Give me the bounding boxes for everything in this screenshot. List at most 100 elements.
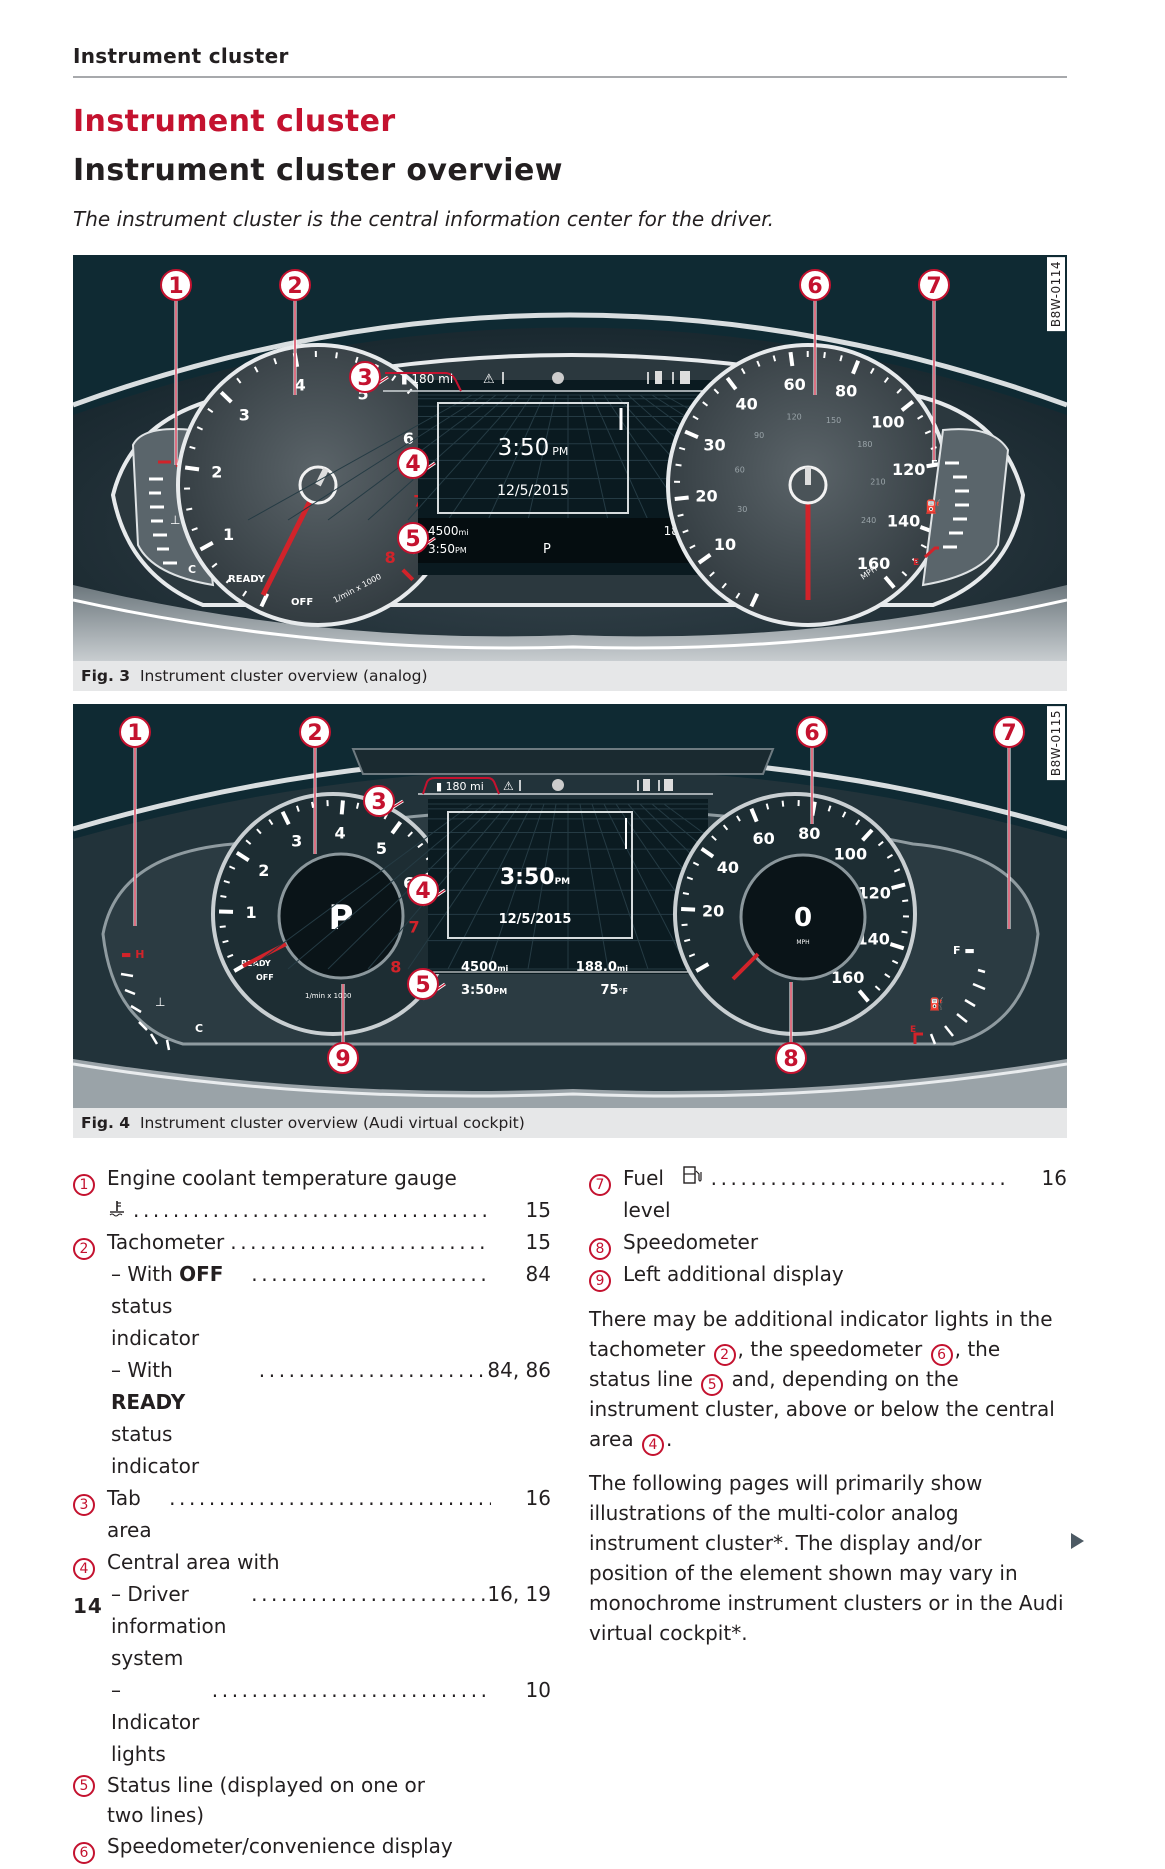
caption-number: Fig. 3 [81,667,130,685]
figure-caption: Fig. 3 Instrument cluster overview (anal… [73,661,1067,691]
figure-caption: Fig. 4 Instrument cluster overview (Audi… [73,1108,1067,1138]
speed-label: 40 [717,858,739,877]
header-rule [73,76,1067,78]
legend-label: Engine coolant temperature gauge [107,1162,551,1194]
warning-triangle-icon: ⚠ [483,372,495,387]
coolant-cold-label: C [195,1022,203,1035]
speed-label: 20 [702,901,724,920]
page-number: 14 [73,1594,103,1618]
speed-label: 100 [871,412,904,431]
page-reference: 15 [491,1226,551,1258]
callout-number: 1 [168,274,183,299]
callout-number: 6 [804,721,819,746]
tach-label: 6 [403,429,414,448]
tab-range: ▮ 180 mi [436,780,484,793]
legend-subitem-off: – With OFF status indicator ............… [73,1258,551,1354]
legend-label: – With READY status indicator [111,1354,253,1482]
callout-number: 3 [371,790,386,815]
paragraph-indicator-lights: There may be additional indicator lights… [589,1304,1067,1454]
page-reference: 16 [491,1482,551,1514]
speed-tick [682,925,688,926]
callout-number: 4 [405,452,420,477]
tach-tick [220,896,226,897]
callout-number: 3 [357,366,372,391]
speed-kmh-label: 90 [754,431,764,440]
tab-range: ▮ 180 mi [401,372,453,386]
page-reference: 84, 86 [487,1354,551,1386]
tach-off-label: OFF [256,973,274,982]
callout-number: 2 [307,721,322,746]
tach-tick [312,802,313,808]
tach-tick [336,352,337,358]
leader-dots: ........................................… [245,1258,491,1290]
tach-tick [220,926,226,927]
figure-code: B8W-0114 [1047,257,1065,331]
legend-label: Fuel level [623,1162,681,1226]
figure-code: B8W-0115 [1047,706,1065,780]
center-date: 12/5/2015 [499,912,572,927]
speed-tick [684,940,690,941]
fuel-full-label: F ▬ [953,944,975,957]
tach-tick [357,803,358,809]
callout-number: 9 [589,1270,611,1292]
tach-label: 2 [211,463,222,482]
tach-tick [185,468,199,470]
page-reference: 15 [491,1194,551,1226]
page-reference: 16 [1007,1162,1067,1194]
fuel-level-icon [681,1162,705,1182]
tach-label: 8 [390,958,401,977]
phone-icon [643,779,650,791]
speed-tick [791,352,793,366]
callout-number: 8 [589,1238,611,1260]
callout-number: 7 [589,1174,611,1196]
tach-label: 3 [239,405,250,424]
speed-kmh-label: 240 [861,516,876,525]
map-icon [680,371,690,384]
legend-label: Tachometer [107,1226,224,1258]
speed-label: 40 [735,395,757,414]
tach-label: 8 [385,548,396,567]
speed-label: 140 [887,512,920,531]
leader-dots: ........................................… [245,1578,487,1610]
coolant-hot-label: ▬ H [121,948,144,961]
callout-reference: 2 [714,1344,736,1366]
callout-number: 1 [73,1174,95,1196]
callout-number: 1 [127,721,142,746]
status-gear: P [543,542,551,557]
speed-tick [675,498,689,499]
leader-dots: ........................................… [127,1194,491,1226]
tach-tick [342,800,343,814]
leader-dots: ........................................… [705,1162,1007,1194]
legend-label: Central area with [107,1546,551,1578]
callout-reference: 6 [931,1344,953,1366]
legend-label: – Indicator lights [111,1674,206,1770]
tach-label: 1 [245,903,256,922]
tach-label: 7 [408,917,419,936]
leader-dots: ........................................… [253,1354,488,1386]
coolant-temperature-icon: ⊥ [170,513,180,527]
continue-arrow-icon [1071,1533,1084,1549]
section-title: Instrument cluster [73,104,396,139]
speed-label: 120 [892,460,925,479]
tach-label: 3 [291,831,302,850]
legend-subitem-indicator-lights: – Indicator lights .....................… [73,1674,551,1770]
speed-label: 60 [752,829,774,848]
speed-tick [783,801,784,807]
legend-item-7: 7 Fuel level ...........................… [589,1162,1067,1226]
legend-item-1-continuation: ........................................… [73,1194,551,1226]
callout-number: 2 [287,274,302,299]
callout-number: 2 [73,1238,95,1260]
warning-triangle-icon: ⚠ [503,779,514,793]
caption-text: Instrument cluster overview (analog) [140,667,428,685]
speed-label: 100 [834,845,867,864]
speed-tick [902,900,908,901]
speed-kmh-label: 150 [826,416,841,425]
speed-kmh-label: 210 [870,478,885,487]
subsection-title: Instrument cluster overview [73,153,563,188]
speed-label: 30 [703,435,725,454]
callout-number: 6 [807,274,822,299]
page-reference: 16, 19 [487,1578,551,1610]
